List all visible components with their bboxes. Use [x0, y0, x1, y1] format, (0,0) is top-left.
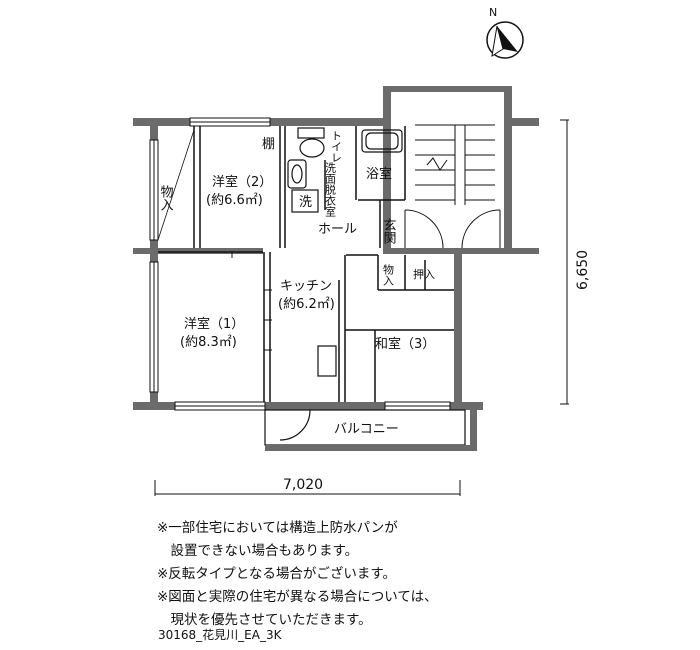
- shelf-label: 棚: [262, 137, 275, 152]
- bathtub-icon: [361, 129, 403, 153]
- dimension-lines: [154, 119, 569, 496]
- entrance-label: 玄関: [381, 218, 397, 245]
- interior-walls: [158, 126, 454, 402]
- closet-line: [157, 129, 195, 241]
- note-line: 現状を優先させていただきます。: [157, 612, 372, 628]
- note-line: 設置できない場合もあります。: [157, 543, 359, 559]
- note-line: ※図面と実際の住宅が異なる場合については、: [157, 589, 438, 605]
- storage-small-label: 物入: [382, 263, 395, 286]
- note-line: ※反転タイプとなる場合がございます。: [157, 566, 397, 582]
- balcony-label: バルコニー: [334, 422, 399, 437]
- western-room-1-area: (約8.3㎡): [180, 335, 237, 350]
- compass-icon: [486, 21, 524, 59]
- bath-label: 浴室: [366, 166, 392, 182]
- north-label: N: [489, 6, 497, 19]
- depth-dimension: 6,650: [575, 250, 591, 290]
- western-room-2-area: (約6.6㎡): [206, 193, 263, 208]
- western-room-1-name: 洋室（1）: [184, 316, 244, 332]
- western-room-2-name: 洋室（2）: [212, 174, 272, 190]
- toilet-label: トイレ: [330, 130, 343, 163]
- washroom-label: 洗面脱衣室: [324, 162, 337, 217]
- oshiire-label: 押入: [413, 267, 435, 281]
- note-line: ※一部住宅においては構造上防水パンが: [157, 520, 398, 536]
- balcony: [264, 409, 477, 451]
- washer-label: 洗: [299, 195, 312, 210]
- japanese-room-3-name: 和室（3）: [375, 336, 435, 352]
- notes: ※一部住宅においては構造上防水パンが 設置できない場合もあります。 ※反転タイプ…: [157, 517, 438, 632]
- toilet-icon: [297, 127, 325, 158]
- kitchen-area: (約6.2㎡): [278, 297, 335, 312]
- kitchen-name: キッチン: [280, 279, 332, 294]
- windows: [149, 117, 451, 411]
- kitchen-sink-icon: [317, 345, 337, 377]
- width-dimension: 7,020: [283, 477, 323, 493]
- hall-label: ホール: [318, 222, 357, 237]
- washer-box: [291, 189, 319, 213]
- door-swings: [231, 252, 272, 351]
- washbasin-icon: [287, 159, 307, 189]
- plan-code: 30168_花見川_EA_3K: [158, 628, 282, 642]
- stairs: [415, 124, 495, 205]
- entrance-doors: [404, 209, 501, 249]
- storage-left-label: 物入: [158, 185, 174, 211]
